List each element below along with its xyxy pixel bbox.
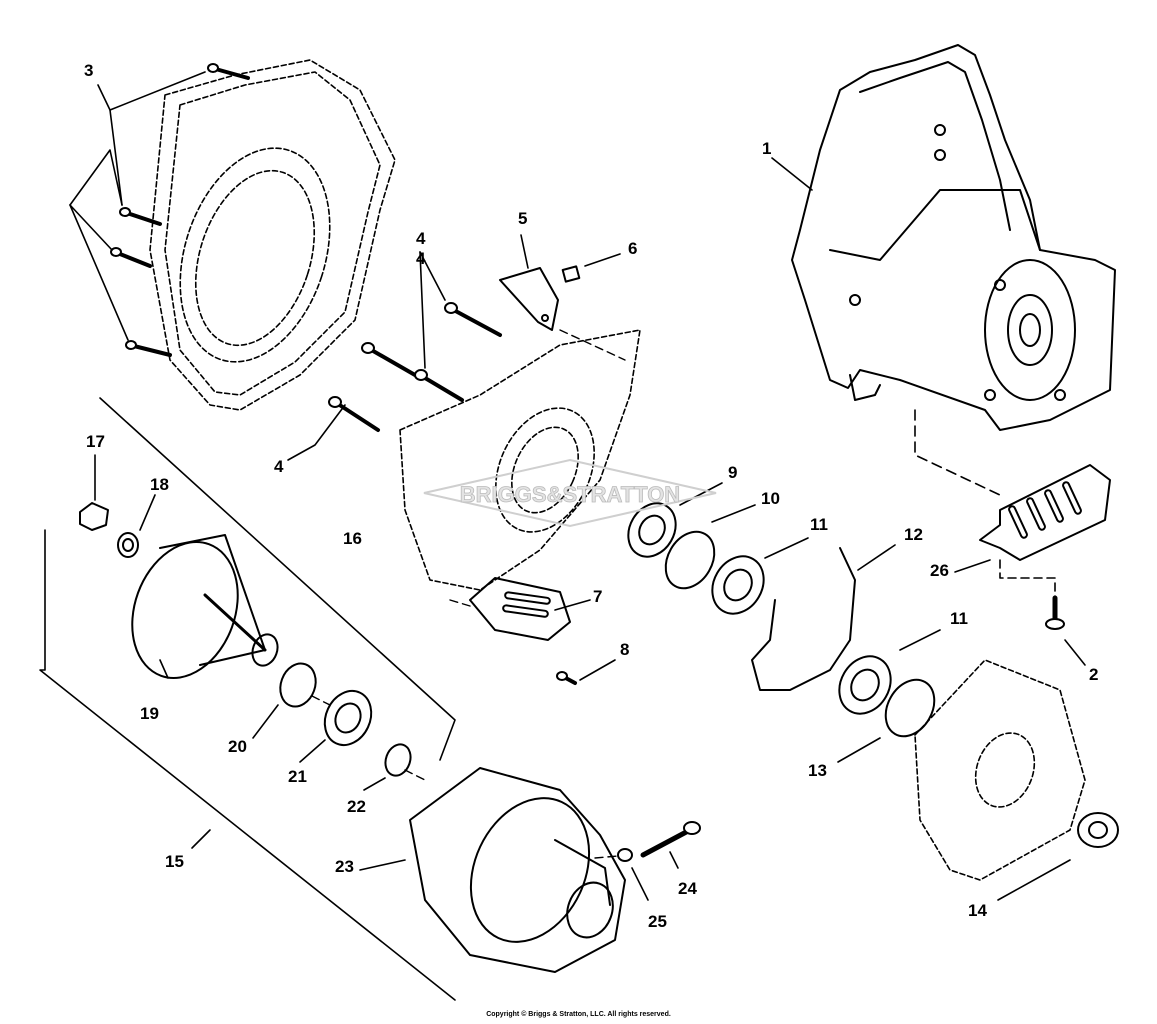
dashed-assembly-lines [312, 330, 625, 858]
callout-label: 2 [1089, 665, 1099, 684]
nut-part [563, 254, 620, 282]
bearing-11a-part [702, 538, 808, 623]
bearing-21-part [300, 683, 380, 762]
callout-label: 3 [84, 61, 94, 80]
shield-part [470, 578, 590, 640]
callout-label: 15 [165, 852, 184, 871]
callout-label: 14 [968, 901, 987, 920]
ring-22-part [364, 741, 415, 790]
bolt-17-part [80, 455, 108, 530]
callout-label: 8 [620, 640, 630, 659]
callout-label: 23 [335, 857, 354, 876]
callout-label: 12 [904, 525, 923, 544]
callout-label: 26 [930, 561, 949, 580]
copyright-notice: Copyright © Briggs & Stratton, LLC. All … [486, 1011, 671, 1018]
callout-label: 24 [678, 879, 697, 898]
crankcase-cover-part [915, 660, 1085, 880]
callout-label: 4 [416, 229, 426, 248]
callout-label: 1 [762, 139, 772, 158]
blower-housing-part [150, 60, 395, 410]
muffler-guard-part [980, 465, 1110, 560]
leader-lines-3 [70, 72, 205, 340]
callout-label: 13 [808, 761, 827, 780]
callout-label: 25 [648, 912, 667, 931]
leader-line-1 [772, 158, 812, 190]
callout-label: 6 [628, 239, 638, 258]
bearing-9-part [619, 483, 722, 565]
screw-part [1046, 598, 1085, 665]
ring-20-part [253, 659, 321, 738]
callout-label: 4 [274, 457, 284, 476]
callout-label: 18 [150, 475, 169, 494]
callout-label: 11 [810, 515, 828, 534]
callout-label: 9 [728, 463, 738, 482]
callout-label: 17 [86, 432, 105, 451]
crankcase-part [792, 45, 1115, 430]
callout-label: 21 [288, 767, 307, 786]
drive-housing-part [360, 768, 625, 972]
dashed-assembly-line [915, 410, 1000, 500]
plug-part [998, 813, 1118, 900]
gasket-12-part [752, 545, 895, 690]
leader-lines-4 [288, 252, 445, 460]
washer-18-part [118, 495, 155, 557]
clutch-drum-part [114, 527, 282, 693]
bolt-24-part [643, 822, 700, 868]
cover-bolts-part [329, 303, 500, 430]
dashed-line-to-screw-2 [1000, 560, 1055, 600]
callout-label: 10 [761, 489, 780, 508]
retaining-ring-10-part [656, 505, 755, 597]
callout-label: 19 [140, 704, 159, 723]
bracket-part [500, 235, 558, 330]
engine-cover-part [400, 330, 640, 590]
group-bracket-15 [40, 398, 455, 1000]
callout-label: 16 [343, 529, 362, 548]
callout-label: 20 [228, 737, 247, 756]
callout-label: 4 [416, 249, 426, 268]
brand-watermark: BRIGGS&STRATTON [420, 458, 720, 528]
bearing-11b-part [829, 630, 940, 723]
callout-label: 22 [347, 797, 366, 816]
callout-label: 7 [593, 587, 603, 606]
watermark-text: BRIGGS&STRATTON [460, 482, 680, 507]
small-screw-part [557, 660, 615, 683]
housing-screws-part [111, 64, 248, 355]
washer-25-part [618, 849, 648, 900]
callout-label: 5 [518, 209, 528, 228]
leader-line-26 [955, 560, 990, 572]
callout-label: 11 [950, 609, 968, 628]
